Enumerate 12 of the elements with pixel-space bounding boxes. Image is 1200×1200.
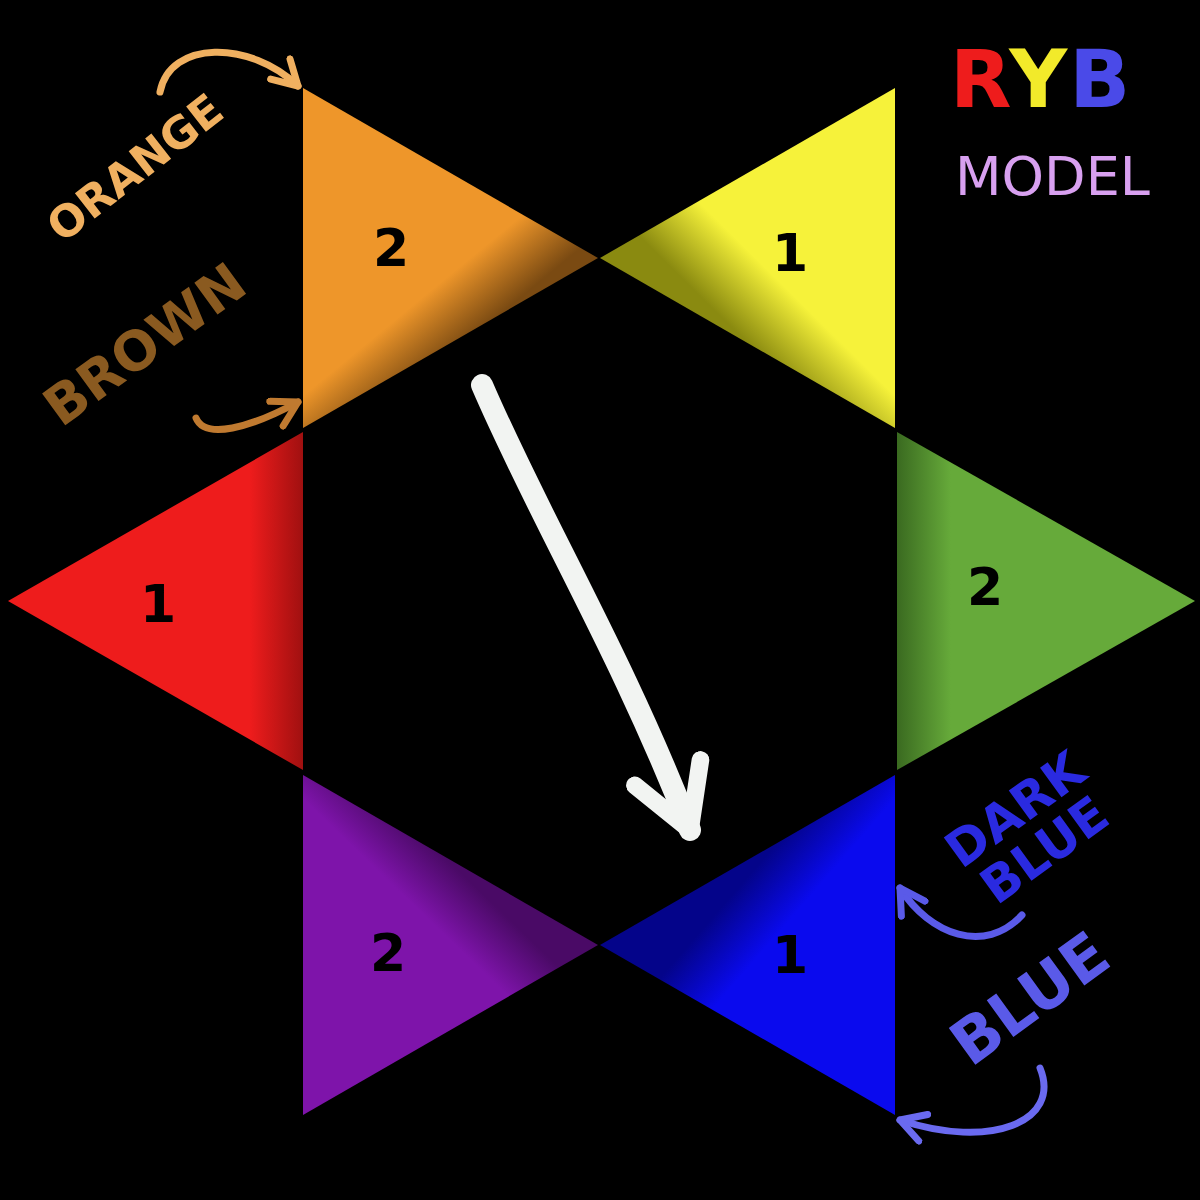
curved-arrow <box>156 48 302 96</box>
model-subtitle: MODEL <box>955 150 1150 204</box>
triangle-number: 2 <box>966 561 1004 613</box>
arrow <box>471 374 709 841</box>
triangle-number: 1 <box>771 929 809 981</box>
model-title: RYB <box>950 40 1133 120</box>
curved-arrow <box>896 1064 1048 1144</box>
triangle-number: 1 <box>771 227 809 279</box>
triangle-number: 2 <box>372 222 410 274</box>
triangle-number: 1 <box>139 578 177 630</box>
curved-arrow <box>896 884 1026 940</box>
triangle-number: 2 <box>369 927 407 979</box>
